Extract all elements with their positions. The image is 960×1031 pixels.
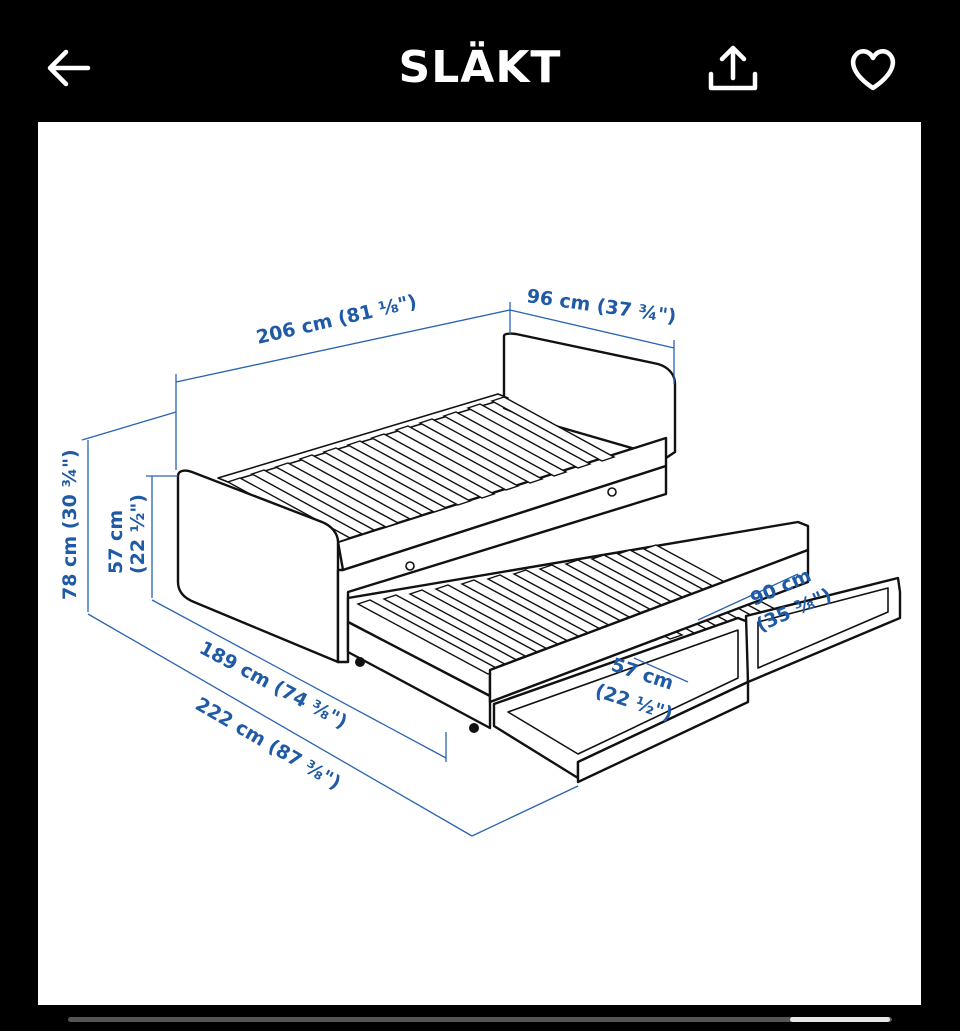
- trundle-front: [488, 548, 810, 704]
- scroll-thumb[interactable]: [790, 1017, 890, 1022]
- drawer-left-inside: [507, 629, 739, 755]
- dim-height-57-in: (22 ½"): [127, 494, 149, 574]
- favorite-button[interactable]: [842, 38, 904, 100]
- page-title: SLÄKT: [398, 42, 562, 93]
- heart-icon: [850, 49, 896, 91]
- side-panel: [336, 464, 668, 664]
- top-bar: SLÄKT: [0, 0, 960, 120]
- drawer-right-inside: [757, 587, 889, 669]
- headboard: [502, 332, 677, 460]
- scroll-track[interactable]: [68, 1017, 892, 1022]
- product-dimension-image[interactable]: 206 cm (81 ⅛") 96 cm (37 ¾") 78 cm (30 ¾…: [38, 122, 921, 1005]
- dim-height-57: 57 cm: [105, 510, 127, 574]
- upper-slats: [226, 396, 616, 543]
- share-icon: [708, 45, 758, 91]
- back-rail: [217, 393, 509, 483]
- back-button[interactable]: [40, 40, 96, 96]
- footboard: [176, 469, 340, 664]
- bed-dimension-drawing: 206 cm (81 ⅛") 96 cm (37 ¾") 78 cm (30 ¾…: [59, 285, 902, 837]
- dim-width-top: 206 cm (81 ⅛"): [254, 291, 419, 349]
- share-button[interactable]: [702, 38, 764, 100]
- arrow-left-icon: [47, 49, 91, 87]
- trundle-side: [346, 620, 492, 730]
- dimension-lines: [81, 302, 799, 837]
- dim-depth-top: 96 cm (37 ¾"): [525, 285, 677, 328]
- dim-height-total: 78 cm (30 ¾"): [59, 449, 81, 600]
